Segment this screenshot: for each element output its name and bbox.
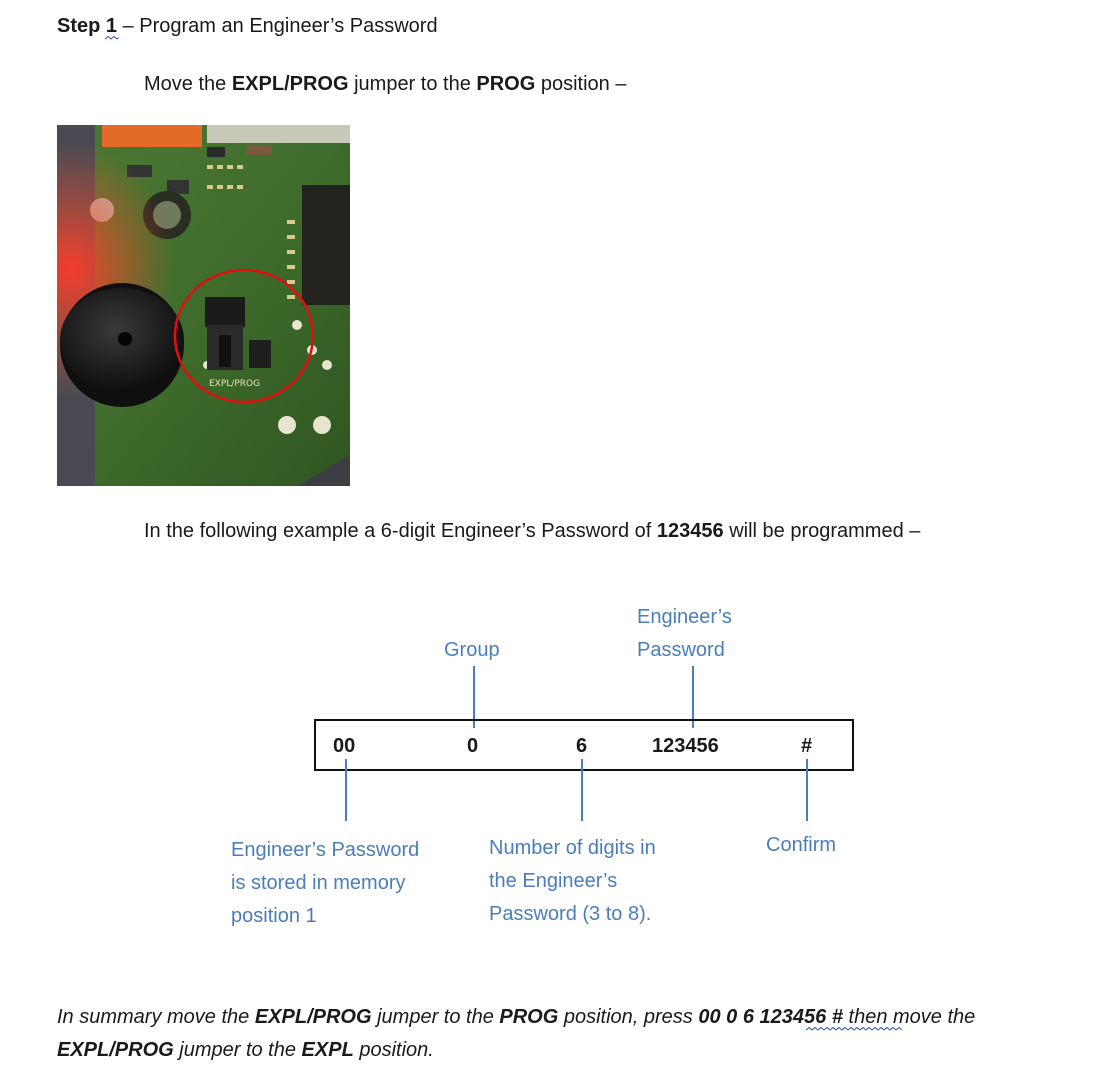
spellcheck-squiggle — [105, 36, 119, 40]
summary-line1: In summary move the EXPL/PROG jumper to … — [57, 1006, 976, 1028]
password-label-line1: Engineer’s — [637, 606, 732, 628]
group-code: 0 — [467, 735, 479, 757]
memory-code: 00 — [333, 735, 356, 757]
digits-label-line3: Password (3 to 8). — [489, 903, 652, 925]
spellcheck-squiggle-summary — [806, 1027, 902, 1031]
board-silkscreen-label: EXPL/PROG — [209, 379, 260, 389]
memory-connector — [345, 759, 347, 821]
memory-label-line2: is stored in memory — [231, 872, 406, 894]
group-connector — [473, 666, 475, 728]
password-connector — [692, 666, 694, 728]
circuit-board-photo: EXPL/PROG — [57, 125, 350, 486]
step-label: Step — [57, 15, 106, 37]
summary-key-sequence: 00 0 6 123456 # — [698, 1006, 843, 1028]
group-label: Group — [444, 639, 500, 661]
confirm-connector — [806, 759, 808, 821]
digits-connector — [581, 759, 583, 821]
password-code: 123456 — [652, 735, 719, 757]
digits-label-line1: Number of digits in — [489, 837, 656, 859]
summary-line2: EXPL/PROG jumper to the EXPL position. — [57, 1039, 434, 1061]
step-number: 1 — [105, 15, 118, 37]
memory-label-line3: position 1 — [231, 905, 317, 927]
digits-code: 6 — [576, 735, 588, 757]
password-label-line2: Password — [637, 639, 725, 661]
example-sentence: In the following example a 6-digit Engin… — [144, 520, 921, 542]
digits-label-line2: the Engineer’s — [489, 870, 618, 892]
key-sequence-box — [314, 719, 854, 771]
memory-label-line1: Engineer’s Password — [231, 839, 420, 861]
confirm-label: Confirm — [766, 834, 837, 856]
move-instruction: Move the EXPL/PROG jumper to the PROG po… — [144, 73, 627, 95]
step-title: – Program an Engineer’s Password — [117, 15, 438, 37]
confirm-code: # — [801, 735, 813, 757]
step-heading: Step 1 – Program an Engineer’s Password — [57, 12, 438, 40]
